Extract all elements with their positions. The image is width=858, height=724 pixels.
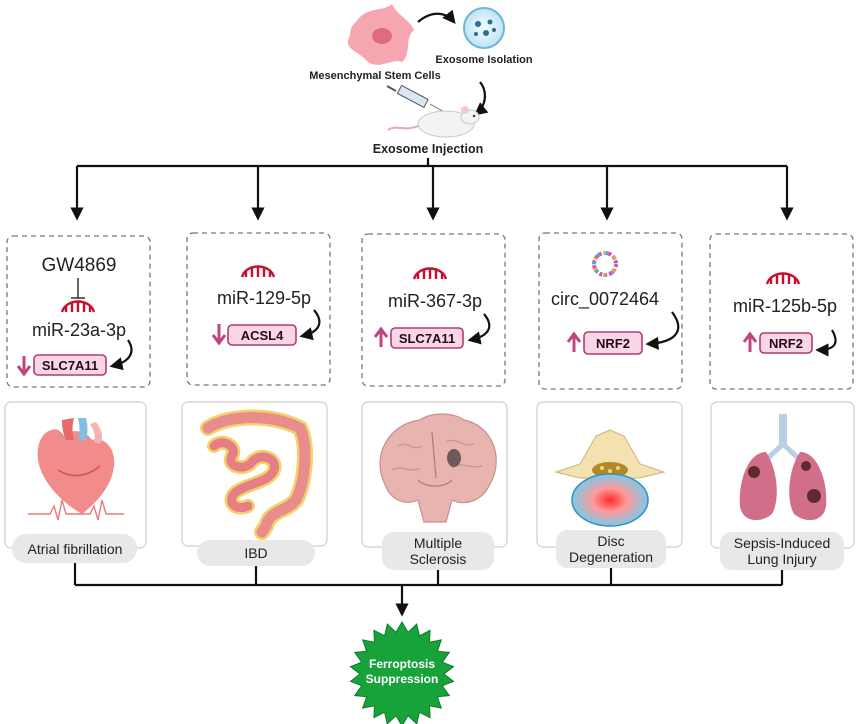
gene-box [227, 324, 297, 346]
gene-box [33, 354, 107, 376]
gene-box [390, 327, 464, 349]
isolation-label-line: Exosome Isolation [435, 54, 532, 66]
panel-af: GW4869 miR-23a-3p SLC7A11 [6, 235, 151, 388]
target-arrow [645, 311, 680, 350]
disc-vertebra-icon [554, 429, 666, 527]
disease-label: IBD [244, 545, 267, 561]
down-arrow-icon [211, 324, 227, 346]
brain-icon [379, 413, 497, 523]
mouse-icon [387, 106, 480, 138]
circrna-icon [592, 251, 618, 277]
disease-card-af: Atrial fibrillation [4, 401, 147, 563]
isolation-label: Exosome Isolation [435, 54, 532, 66]
intestine-icon [200, 409, 313, 540]
mirna-hairpin-icon [60, 300, 96, 313]
up-arrow-icon [742, 331, 758, 352]
up-arrow-icon [373, 326, 389, 347]
mirna-hairpin-icon [240, 265, 276, 278]
gene-box [583, 331, 643, 355]
mirna-hairpin-icon [765, 272, 801, 285]
up-arrow-icon [566, 331, 582, 352]
distribution-tree [70, 158, 794, 221]
mirna-hairpin-icon [412, 267, 448, 280]
mirna-label: circ_0072464 [551, 289, 659, 310]
ecg-trace-icon [28, 499, 124, 521]
syringe-icon [386, 84, 447, 114]
msc-label: Mesenchymal Stem Cells [309, 70, 440, 82]
disease-label: Atrial fibrillation [28, 541, 123, 557]
target-arrow [299, 309, 321, 341]
target-arrow [467, 313, 491, 345]
msc-cell-icon [347, 4, 414, 65]
exosome-dish-icon [463, 7, 505, 49]
gene-box [759, 332, 813, 354]
mirna-label: miR-125b-5p [733, 296, 837, 316]
mirna-label: miR-129-5p [217, 288, 311, 308]
panel-lung: miR-125b-5p NRF2 [709, 233, 854, 390]
down-arrow-icon [16, 356, 32, 377]
target-gene-label: NRF2 [596, 336, 630, 351]
heart-icon [37, 418, 115, 514]
injection-label: Exosome Injection [373, 142, 483, 156]
target-arrow [109, 339, 133, 371]
panel-disc: circ_0072464 NRF2 [538, 232, 683, 390]
disease-card-ibd: IBD [181, 401, 328, 566]
lung-icon [739, 414, 827, 521]
regulator-label: GW4869 [42, 255, 117, 276]
target-arrow [815, 329, 837, 357]
panel-ibd: miR-129-5p ACSL4 [186, 232, 331, 386]
mirna-label: miR-367-3p [388, 291, 482, 311]
target-gene-label: ACSL4 [241, 328, 284, 343]
target-gene-label: NRF2 [769, 336, 803, 351]
convergence-tree [73, 563, 784, 617]
target-gene-label: SLC7A11 [42, 358, 98, 373]
msc-to-exosome-arrow [417, 9, 456, 25]
mirna-label: miR-23a-3p [32, 320, 126, 340]
panel-ms: miR-367-3p SLC7A11 [361, 233, 506, 387]
exosome-to-injection-arrow [473, 81, 489, 116]
target-gene-label: SLC7A11 [399, 331, 455, 346]
